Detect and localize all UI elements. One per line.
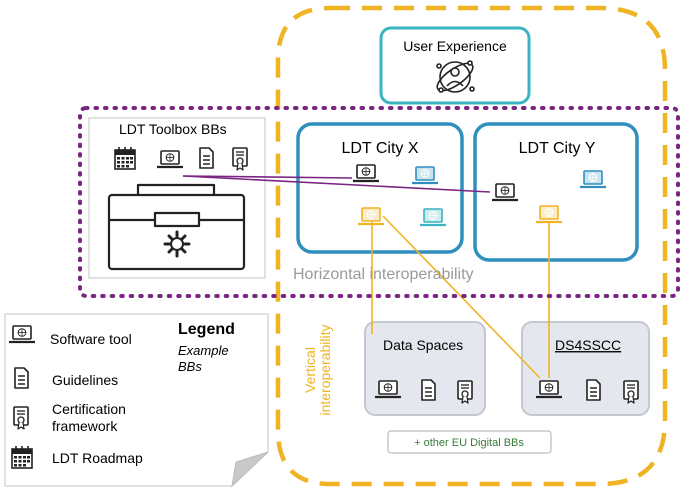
user-experience-label: User Experience	[403, 38, 507, 54]
legend-document-icon	[14, 367, 29, 389]
legend-calendar-icon	[11, 445, 33, 469]
vertical-label-line2: interoperability	[317, 324, 333, 415]
legend-subtitle-line2: BBs	[178, 359, 202, 374]
ds4sscc-certificate-icon	[623, 380, 639, 404]
legend-item-certification-line2: framework	[52, 418, 118, 434]
toolbox-chest-icon	[107, 183, 246, 271]
city-x-title: LDT City X	[341, 140, 418, 157]
vertical-interoperability-boundary	[275, 5, 668, 487]
purple-links	[182, 175, 491, 193]
data-spaces-document-icon	[421, 379, 436, 401]
legend-subtitle-line1: Example	[178, 343, 229, 358]
other-bbs-label: + other EU Digital BBs	[414, 437, 524, 449]
legend-panel	[4, 313, 269, 488]
legend-item-roadmap: LDT Roadmap	[52, 450, 143, 466]
ds4sscc-document-icon	[586, 379, 601, 401]
legend-item-certification-line1: Certification	[52, 401, 126, 417]
vertical-label-line1: Vertical	[302, 347, 318, 393]
ds4sscc-title: DS4SSCC	[555, 337, 621, 353]
data-spaces-certificate-icon	[457, 380, 473, 404]
toolbox-document-icon	[199, 147, 214, 169]
data-spaces-title: Data Spaces	[383, 337, 463, 353]
user-network-icon	[436, 60, 475, 93]
toolbox-certificate-icon	[232, 147, 248, 171]
city-x-box	[296, 122, 464, 254]
toolbox-calendar-icon	[114, 146, 136, 170]
horizontal-interoperability-boundary	[78, 106, 680, 298]
toolbox-title: LDT Toolbox BBs	[119, 121, 227, 137]
legend-title: Legend	[178, 321, 235, 338]
city-y-title: LDT City Y	[519, 140, 596, 157]
user-experience-box	[379, 26, 531, 105]
horizontal-interoperability-label: Horizontal interoperability	[293, 266, 474, 283]
vertical-interoperability-label: Vertical interoperability	[302, 324, 333, 415]
other-bbs-box	[387, 430, 552, 454]
legend-item-guidelines: Guidelines	[52, 372, 118, 388]
legend-item-software-tool: Software tool	[50, 331, 132, 347]
legend-certificate-icon	[13, 406, 29, 430]
